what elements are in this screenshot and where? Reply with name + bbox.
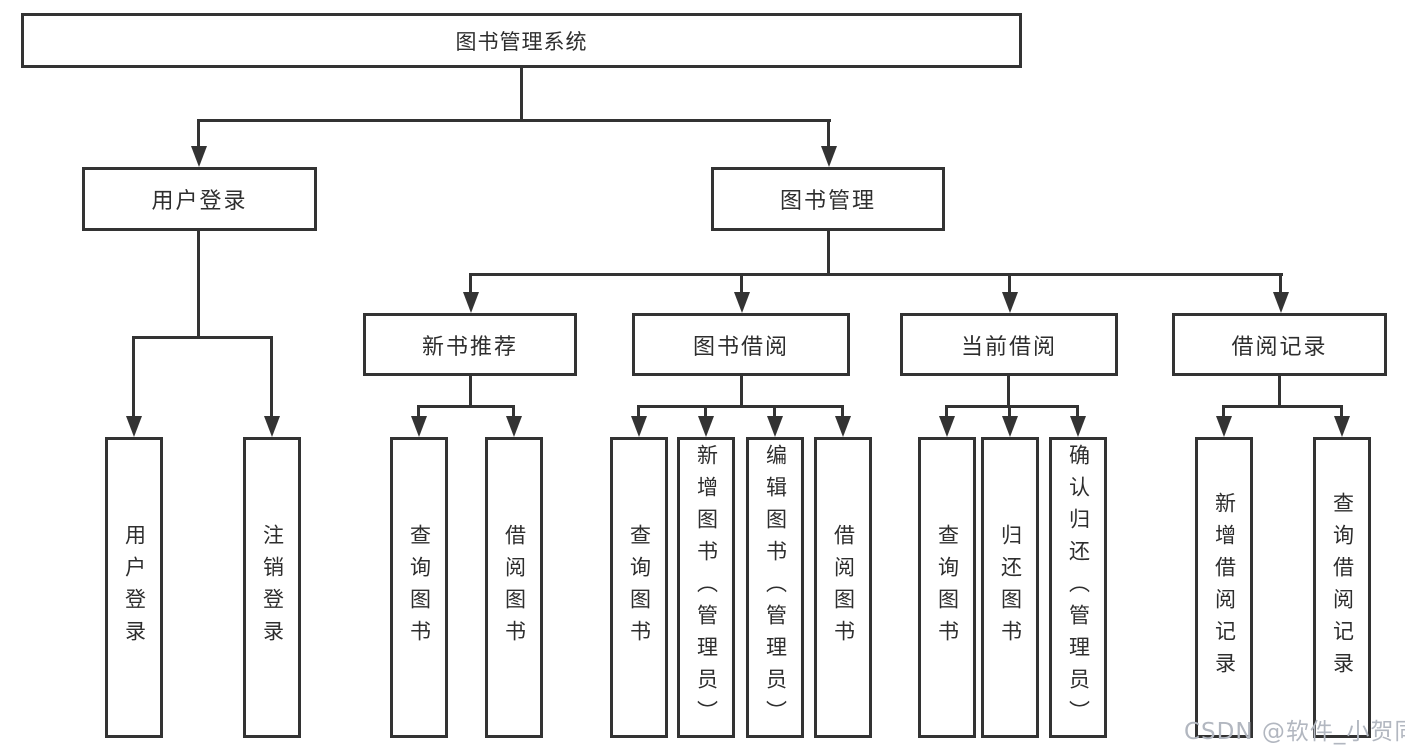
arrow-down-icon	[939, 416, 955, 437]
arrow-down-icon	[264, 416, 280, 437]
connector-line	[270, 336, 273, 418]
node-new-book-recommend: 新书推荐	[363, 313, 577, 376]
arrow-down-icon	[698, 416, 714, 437]
arrow-down-icon	[1070, 416, 1086, 437]
watermark: CSDN @软件_小贺同学	[1184, 719, 1405, 745]
connector-line	[1076, 405, 1079, 419]
connector-line	[827, 119, 830, 149]
node-user-login: 用户登录	[82, 167, 317, 231]
connector-line	[469, 273, 472, 295]
leaf-add-borrow-record-label: 新增借阅记录	[1212, 491, 1237, 684]
node-book-borrow: 图书借阅	[632, 313, 850, 376]
leaf-query-borrow-record-label: 查询借阅记录	[1330, 491, 1355, 684]
connector-line	[417, 405, 515, 408]
leaf-return-books-label: 归还图书	[998, 523, 1023, 652]
leaf-return-books: 归还图书	[981, 437, 1039, 738]
arrow-down-icon	[631, 416, 647, 437]
leaf-logout-login-label: 注销登录	[260, 523, 285, 652]
connector-line	[1222, 405, 1342, 408]
leaf-query-books-current: 查询图书	[918, 437, 976, 738]
node-book-management: 图书管理	[711, 167, 945, 231]
node-book-borrow-label: 图书借阅	[692, 334, 789, 360]
connector-line	[1279, 273, 1282, 295]
node-current-borrow: 当前借阅	[900, 313, 1118, 376]
connector-line	[637, 405, 640, 419]
arrow-down-icon	[821, 146, 837, 167]
connector-line	[637, 405, 844, 408]
leaf-borrow-books-recommend: 借阅图书	[485, 437, 543, 738]
arrow-down-icon	[767, 416, 783, 437]
leaf-borrow-books: 借阅图书	[814, 437, 872, 738]
arrow-down-icon	[463, 292, 479, 313]
leaf-borrow-books-recommend-label: 借阅图书	[502, 523, 527, 652]
leaf-query-books-recommend: 查询图书	[390, 437, 448, 738]
leaf-add-borrow-record: 新增借阅记录	[1195, 437, 1253, 738]
connector-line	[1008, 273, 1011, 295]
arrow-down-icon	[191, 146, 207, 167]
node-current-borrow-label: 当前借阅	[960, 334, 1057, 360]
connector-line	[704, 405, 707, 419]
connector-line	[520, 66, 523, 122]
connector-line	[841, 405, 844, 419]
connector-line	[827, 231, 830, 276]
connector-line	[417, 405, 420, 419]
node-book-management-label: 图书管理	[779, 189, 876, 214]
leaf-query-books-borrow: 查询图书	[610, 437, 668, 738]
connector-line	[945, 405, 1079, 408]
arrow-down-icon	[126, 416, 142, 437]
connector-line	[1278, 376, 1281, 408]
connector-line	[1222, 405, 1225, 419]
connector-line	[945, 405, 948, 419]
leaf-borrow-books-label: 借阅图书	[831, 523, 856, 652]
leaf-edit-book-admin: 编辑图书（管理员）	[746, 437, 804, 738]
leaf-user-login-label: 用户登录	[122, 523, 147, 652]
connector-line	[740, 273, 743, 295]
arrow-down-icon	[1002, 292, 1018, 313]
connector-line	[1008, 405, 1011, 419]
connector-line	[197, 119, 831, 122]
node-user-login-label: 用户登录	[151, 189, 248, 214]
connector-line	[773, 405, 776, 419]
leaf-confirm-return-admin-label: 确认归还（管理员）	[1066, 443, 1091, 732]
connector-line	[512, 405, 515, 419]
connector-line	[132, 336, 135, 418]
arrow-down-icon	[734, 292, 750, 313]
node-new-book-recommend-label: 新书推荐	[421, 334, 518, 360]
node-borrow-records-label: 借阅记录	[1231, 334, 1328, 360]
connector-line	[197, 119, 200, 149]
connector-line	[1340, 405, 1343, 419]
connector-line	[197, 231, 200, 339]
leaf-query-borrow-record: 查询借阅记录	[1313, 437, 1371, 738]
node-root-label: 图书管理系统	[455, 29, 588, 54]
node-borrow-records: 借阅记录	[1172, 313, 1387, 376]
leaf-query-books-borrow-label: 查询图书	[627, 523, 652, 652]
arrow-down-icon	[411, 416, 427, 437]
connector-line	[132, 336, 273, 339]
leaf-edit-book-admin-label: 编辑图书（管理员）	[763, 443, 788, 732]
leaf-logout-login: 注销登录	[243, 437, 301, 738]
arrow-down-icon	[506, 416, 522, 437]
arrow-down-icon	[1334, 416, 1350, 437]
node-root: 图书管理系统	[21, 13, 1022, 68]
connector-line	[740, 376, 743, 408]
connector-line	[469, 376, 472, 408]
leaf-add-book-admin: 新增图书（管理员）	[677, 437, 735, 738]
leaf-user-login: 用户登录	[105, 437, 163, 738]
connector-line	[1007, 376, 1010, 408]
leaf-query-books-current-label: 查询图书	[935, 523, 960, 652]
leaf-query-books-recommend-label: 查询图书	[407, 523, 432, 652]
arrow-down-icon	[835, 416, 851, 437]
arrow-down-icon	[1002, 416, 1018, 437]
leaf-add-book-admin-label: 新增图书（管理员）	[694, 443, 719, 732]
leaf-confirm-return-admin: 确认归还（管理员）	[1049, 437, 1107, 738]
arrow-down-icon	[1216, 416, 1232, 437]
arrow-down-icon	[1273, 292, 1289, 313]
connector-line	[469, 273, 1283, 276]
